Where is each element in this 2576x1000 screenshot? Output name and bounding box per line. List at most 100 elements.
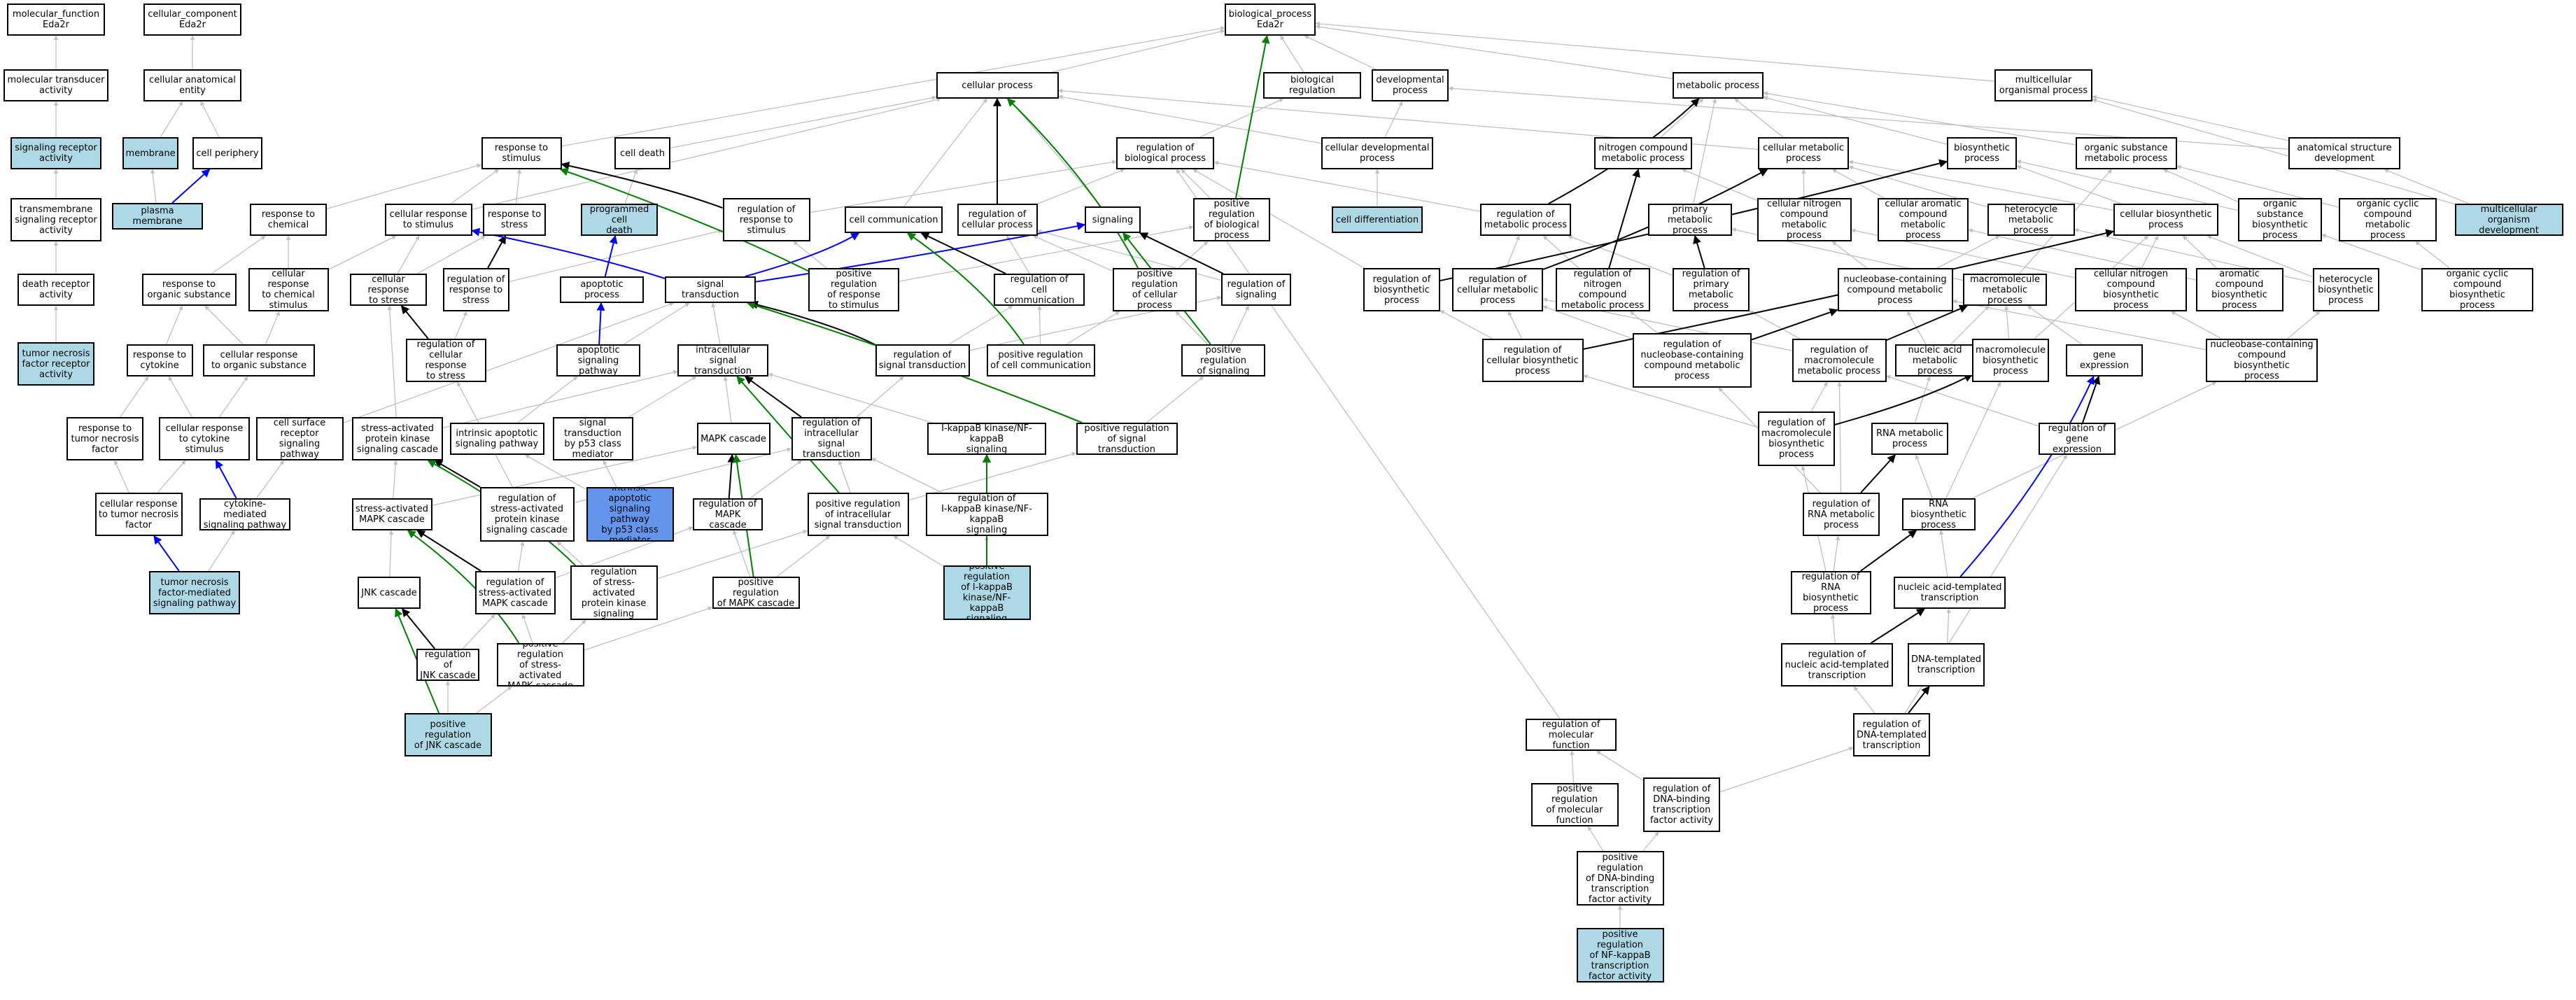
edge-n18-n3 bbox=[561, 26, 1225, 147]
edge-n82-n66 bbox=[168, 376, 192, 418]
edge-n41-n23 bbox=[1848, 165, 1987, 208]
go-term-node: gene expression bbox=[2066, 344, 2143, 376]
edge-n55-n34 bbox=[1139, 232, 1224, 274]
edge-n105-n96 bbox=[388, 530, 394, 577]
edge-n16-n3 bbox=[1315, 24, 1673, 80]
go-term-node: cellular_component Eda2r bbox=[143, 3, 241, 36]
edge-n87-n70 bbox=[723, 376, 732, 423]
edge-n78-n61 bbox=[2004, 305, 2010, 339]
go-term-node: regulation of molecular function bbox=[1526, 719, 1617, 751]
go-term-node: positive regulation of stress-activated … bbox=[570, 565, 658, 620]
go-term-node: regulation of I-kappaB kinase/NF-kappaB … bbox=[925, 493, 1048, 536]
go-term-node: macromolecule biosynthetic process bbox=[1972, 339, 2049, 382]
go-term-node: positive regulation of JNK cascade bbox=[404, 713, 492, 756]
edge-n90-n73 bbox=[1146, 376, 1204, 423]
go-term-node: membrane bbox=[122, 137, 178, 169]
go-term-node: response to cytokine bbox=[126, 344, 193, 376]
go-term-node: positive regulation of I-kappaB kinase/N… bbox=[943, 565, 1031, 620]
edge-n60-n41 bbox=[1936, 235, 2000, 269]
edge-n114-n111 bbox=[1870, 608, 1926, 644]
go-term-node: positive regulation of intracellular sig… bbox=[807, 493, 909, 536]
go-term-node: regulation of cellular response to stres… bbox=[405, 339, 486, 382]
edge-n60-n39 bbox=[1831, 241, 1868, 269]
go-term-node: regulation of macromolecule biosynthetic… bbox=[1758, 411, 1835, 466]
go-term-node: regulation of intracellular signal trans… bbox=[791, 417, 872, 460]
go-term-node: positive regulation of cell communicatio… bbox=[986, 344, 1095, 376]
go-term-node: RNA biosynthetic process bbox=[1901, 498, 1976, 530]
go-term-node: cellular anatomical entity bbox=[143, 69, 241, 101]
go-term-node: cellular developmental process bbox=[1321, 137, 1433, 169]
go-term-node: apoptotic signaling pathway bbox=[556, 344, 640, 376]
go-term-node: cellular response to stress bbox=[350, 274, 427, 306]
edge-n110-n102 bbox=[1833, 535, 1840, 572]
edge-n113-n107 bbox=[562, 619, 586, 644]
edge-n76-n61 bbox=[1886, 304, 1969, 341]
edge-n37-n20 bbox=[1213, 160, 1481, 212]
edge-n67-n46 bbox=[204, 305, 244, 345]
go-term-node: death receptor activity bbox=[17, 274, 94, 306]
go-term-node: organic cyclic compound metabolic proces… bbox=[2339, 198, 2437, 241]
go-term-node: cell differentiation bbox=[1332, 206, 1423, 233]
edge-n88-n71 bbox=[856, 376, 904, 418]
go-term-node: cellular biosynthetic process bbox=[2113, 204, 2218, 236]
edge-n9-n8 bbox=[171, 169, 211, 204]
go-term-node: tumor necrosis factor receptor activity bbox=[17, 342, 94, 386]
edge-n119-n117 bbox=[1570, 750, 1575, 784]
edge-n51-n34 bbox=[755, 222, 1086, 283]
edge-n109-n100 bbox=[893, 535, 943, 567]
go-term-node: heterocycle biosynthetic process bbox=[2312, 268, 2379, 311]
go-term-node: organic substance metabolic process bbox=[2075, 137, 2177, 169]
edge-n100-n70 bbox=[736, 376, 840, 493]
edge-n85-n69 bbox=[517, 376, 578, 423]
go-term-node: positive regulation of MAPK cascade bbox=[712, 577, 800, 609]
edge-n46-n27 bbox=[211, 235, 266, 274]
edge-n24-n16 bbox=[1763, 96, 1948, 145]
go-term-node: regulation of nucleobase-containing comp… bbox=[1633, 333, 1752, 388]
edge-n38-n16 bbox=[1693, 98, 1717, 204]
go-term-node: cellular response to cytokine stimulus bbox=[159, 417, 250, 460]
edge-n75-n60 bbox=[1751, 308, 1838, 341]
go-term-node: regulation of response to stress bbox=[442, 268, 509, 311]
edge-n56-n20 bbox=[1192, 169, 1365, 269]
edge-n15-n3 bbox=[1304, 35, 1377, 70]
edge-n79-n61 bbox=[2027, 305, 2083, 345]
edge-n86-n70 bbox=[628, 376, 697, 418]
go-term-node: nucleic acid metabolic process bbox=[1894, 344, 1976, 376]
edge-n69-n51 bbox=[624, 302, 690, 345]
edge-n68-n49 bbox=[454, 311, 467, 339]
edge-n28-n13 bbox=[472, 97, 942, 210]
go-term-node: JNK cascade bbox=[358, 577, 421, 609]
edge-n52-n35 bbox=[899, 225, 1194, 282]
edge-n106-n97 bbox=[518, 541, 525, 572]
go-term-node: regulation of DNA-binding transcription … bbox=[1643, 777, 1720, 832]
go-term-node: response to organic substance bbox=[141, 274, 237, 306]
edge-n66-n46 bbox=[165, 305, 183, 345]
edge-n116-n113 bbox=[476, 686, 512, 714]
go-term-node: signal transduction bbox=[665, 276, 756, 303]
edge-n120-n118 bbox=[1719, 747, 1854, 793]
edge-n74-n57 bbox=[1507, 311, 1523, 339]
go-term-node: positive regulation of signal transducti… bbox=[1076, 423, 1178, 455]
edge-n91-n74 bbox=[1582, 374, 1759, 428]
edge-n65-n44 bbox=[2415, 241, 2450, 269]
edge-n54-n13 bbox=[1006, 98, 1139, 269]
edge-n80-n62 bbox=[2170, 311, 2222, 339]
edge-n48-n29 bbox=[417, 235, 486, 274]
edge-n45-n17 bbox=[2092, 98, 2455, 205]
edge-n35-n20 bbox=[1181, 169, 1211, 199]
edge-n97-n84 bbox=[434, 460, 481, 488]
go-term-node: organic cyclic compound biosynthetic pro… bbox=[2421, 268, 2533, 311]
go-term-node: cellular response to chemical stimulus bbox=[248, 268, 329, 311]
go-term-node: signaling receptor activity bbox=[10, 137, 101, 169]
edge-n33-n20 bbox=[1037, 169, 1125, 204]
go-term-node: macromolecule metabolic process bbox=[1963, 274, 2047, 306]
edge-n80-n60 bbox=[1952, 299, 2207, 351]
edge-n70-n51 bbox=[711, 302, 721, 345]
go-term-node: programmed cell death bbox=[581, 204, 658, 236]
go-term-node: regulation of primary metabolic process bbox=[1673, 268, 1750, 311]
edge-n30-n19 bbox=[624, 169, 638, 204]
go-term-node: biosynthetic process bbox=[1947, 137, 2017, 169]
go-term-node: cell communication bbox=[845, 206, 943, 233]
go-term-node: regulation of nitrogen compound metaboli… bbox=[1555, 268, 1650, 311]
